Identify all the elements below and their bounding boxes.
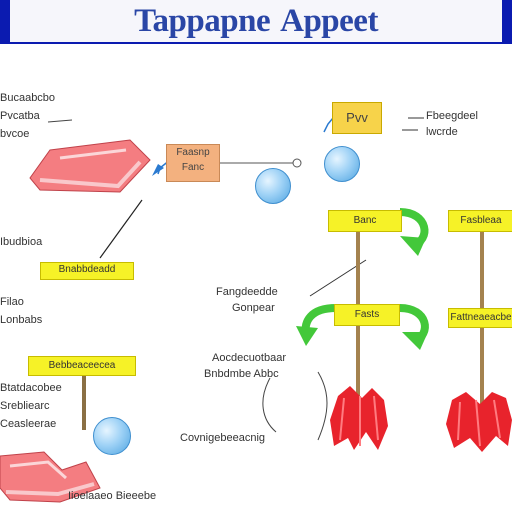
red-muscle-cluster-icon: [330, 386, 388, 450]
left-mid2-label-1: Filao: [0, 296, 24, 308]
bottom-label: Iioelaaeo Bieeebe: [68, 490, 157, 502]
green-curved-arrow-icon: [399, 208, 429, 256]
leader-line: [99, 199, 143, 259]
bottom-left-label-3: Ceasleerae: [0, 418, 57, 430]
top-right-text-2: lwcrde: [426, 126, 458, 138]
connector-dot: [292, 158, 302, 168]
yellow-tag-3: Fasts: [334, 304, 400, 326]
muscle-fiber-icon: [0, 451, 101, 503]
center-mid-label-1: Fangdeedde: [216, 286, 278, 298]
orange-box-line-1: Faasnp: [176, 147, 210, 158]
vesicle-bubble-icon: [255, 168, 291, 204]
center-low-label-1: Aocdecuotbaar: [212, 352, 286, 364]
blue-arrowhead-icon: [152, 164, 164, 176]
title-word-2: Appeet: [280, 2, 378, 39]
left-mid2-label-2: Lonbabs: [0, 314, 43, 326]
pole: [82, 372, 86, 430]
vesicle-bubble-icon: [324, 146, 360, 182]
muscle-fiber-icon: [29, 139, 151, 193]
label-top-left-3: bvcoe: [0, 128, 30, 140]
pole: [356, 226, 360, 426]
left-mid-label: Ibudbioa: [0, 236, 43, 248]
bottom-left-yellow-box: Bebbeaceecea: [28, 356, 136, 376]
yellow-tag-4: Fattneaeacbe: [448, 308, 512, 328]
green-curved-arrow-icon: [296, 304, 337, 346]
red-muscle-cluster-icon: [446, 392, 512, 452]
label-top-left-2: Pvcatba: [0, 110, 40, 122]
yellow-tag-2: Fasbleaa: [448, 210, 512, 232]
vesicle-bubble-icon: [93, 417, 131, 455]
leader-line: [262, 377, 277, 433]
orange-label-box: Faasnp Fanc: [166, 144, 220, 182]
orange-box-line-2: Fanc: [181, 162, 205, 173]
top-right-label-box: Pvv: [332, 102, 382, 134]
yellow-tag-1: Banc: [328, 210, 402, 232]
center-bottom-label: Covnigebeeacnig: [180, 432, 266, 444]
left-yellow-box: Bnabbdeadd: [40, 262, 134, 280]
center-mid-label-2: Gonpear: [232, 302, 275, 314]
leader-line: [317, 371, 328, 441]
top-right-text-1: Fbeegdeel: [426, 110, 478, 122]
label-top-left-1: Bucaabcbo: [0, 92, 56, 104]
title-word-1: Tappapne: [134, 2, 271, 39]
bottom-left-label-2: Srebliearc: [0, 400, 50, 412]
bottom-left-label-1: Btatdacobee: [0, 382, 62, 394]
green-curved-arrow-icon: [399, 304, 429, 350]
leader-line: [47, 119, 73, 123]
center-low-label-2: Bnbdmbe Abbc: [204, 368, 279, 380]
